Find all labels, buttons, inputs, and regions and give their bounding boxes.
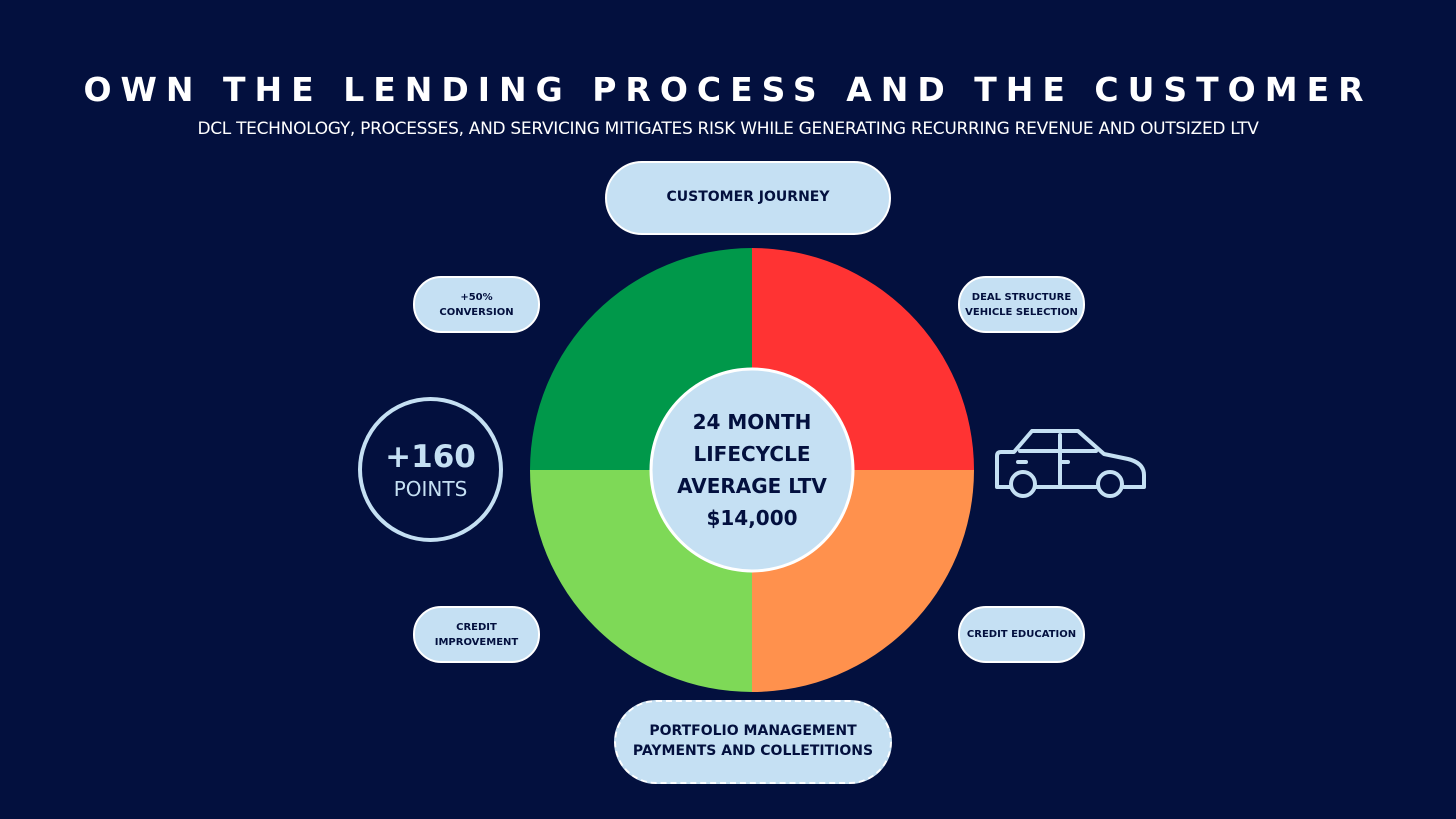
label-credit-improvement: CREDIT IMPROVEMENT [413,606,540,663]
label-credit-education-text: CREDIT EDUCATION [966,629,1077,640]
label-portfolio-management: PORTFOLIO MANAGEMENT PAYMENTS AND COLLET… [614,700,892,784]
center-label-line-2: LIFECYCLE [693,442,811,466]
points-badge: +160 POINTS [358,397,503,542]
label-credit-education: CREDIT EDUCATION [958,606,1085,663]
label-portfolio-management-line-1: PORTFOLIO MANAGEMENT [649,723,857,740]
center-label-line-4: $14,000 [706,506,798,530]
label-deal-structure: DEAL STRUCTURE VEHICLE SELECTION [958,276,1085,333]
center-label-line-1: 24 MONTH [692,410,812,434]
label-portfolio-management-line-2: PAYMENTS AND COLLETITIONS [632,743,874,759]
label-customer-journey-text: CUSTOMER JOURNEY [666,189,830,206]
points-value: +160 [385,438,476,475]
center-label: 24 MONTH LIFECYCLE AVERAGE LTV $14,000 [652,370,852,570]
page-subtitle: DCL TECHNOLOGY, PROCESSES, AND SERVICING… [197,119,1259,139]
label-deal-structure-line-1: DEAL STRUCTURE [971,291,1072,303]
points-label: POINTS [393,476,468,501]
label-deal-structure-line-2: VEHICLE SELECTION [965,306,1078,318]
label-conversion: +50% CONVERSION [413,276,540,333]
wheel-center-circle [649,367,855,573]
car-icon [995,429,1146,498]
label-credit-improvement-line-2: IMPROVEMENT [434,636,519,648]
label-conversion-line-1: +50% [460,291,493,303]
label-conversion-line-2: CONVERSION [439,306,514,318]
page-title: OWN THE LENDING PROCESS AND THE CUSTOMER [83,70,1373,109]
center-label-line-3: AVERAGE LTV [677,474,827,498]
label-customer-journey: CUSTOMER JOURNEY [605,161,891,235]
lifecycle-wheel [530,248,974,692]
label-credit-improvement-line-1: CREDIT [456,621,497,633]
